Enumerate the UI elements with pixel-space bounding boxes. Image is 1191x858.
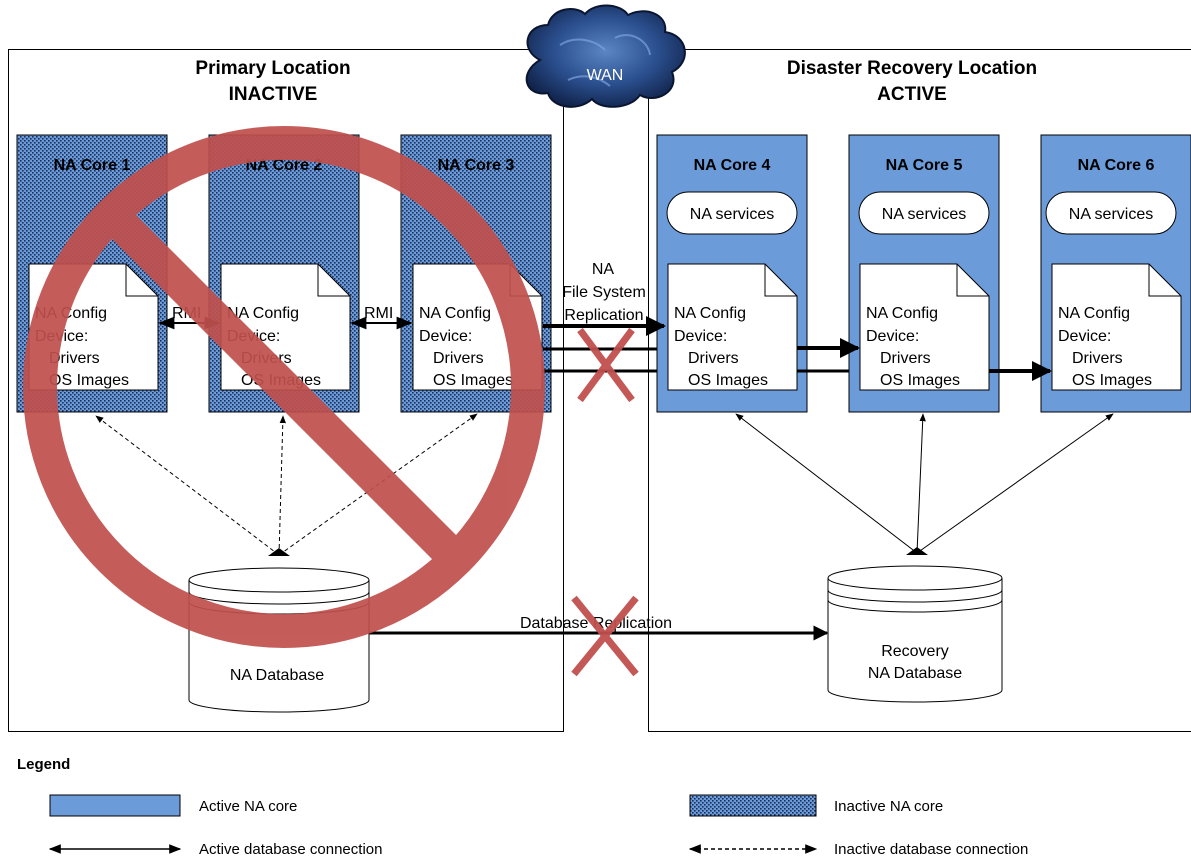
- na-services-label: NA services: [690, 206, 774, 223]
- recovery-location-status: ACTIVE: [877, 84, 947, 105]
- active-db-connections: [735, 413, 1114, 554]
- legend-active-conn-label: Active database connection: [199, 841, 382, 858]
- config-document-core-6: NA Config Device: Drivers OS Images: [1051, 263, 1182, 391]
- na-services-pill: [666, 191, 798, 235]
- wan-cloud-icon: [525, 4, 686, 108]
- database-label-2: NA Database: [868, 665, 962, 682]
- svg-text:Device:: Device:: [866, 328, 919, 345]
- svg-text:OS Images: OS Images: [880, 372, 960, 389]
- primary-location-title: Primary Location: [195, 58, 350, 79]
- svg-text:Drivers: Drivers: [688, 350, 739, 367]
- recovery-location-frame: [648, 49, 1191, 732]
- svg-text:Device:: Device:: [674, 328, 727, 345]
- svg-text:Drivers: Drivers: [49, 350, 100, 367]
- fs-replication-label-3: Replication: [564, 307, 643, 324]
- config-document-core-5: NA Config Device: Drivers OS Images: [859, 263, 990, 391]
- recovery-na-database[interactable]: Recovery NA Database: [827, 565, 1003, 703]
- database-label: NA Database: [230, 667, 324, 684]
- svg-text:Drivers: Drivers: [1072, 350, 1123, 367]
- fs-replication-x-mark: [577, 327, 635, 403]
- primary-location-status: INACTIVE: [229, 84, 318, 105]
- svg-text:Device:: Device:: [1058, 328, 1111, 345]
- core-title: NA Core 5: [886, 157, 963, 174]
- core-title: NA Core 3: [438, 157, 515, 174]
- fs-replication-label-2: File System: [562, 284, 646, 301]
- svg-text:OS Images: OS Images: [1072, 372, 1152, 389]
- svg-text:Drivers: Drivers: [433, 350, 484, 367]
- wan-label: WAN: [587, 67, 624, 84]
- svg-text:NA Config: NA Config: [674, 305, 746, 322]
- legend-title: Legend: [17, 756, 70, 773]
- na-services-pill: [858, 191, 990, 235]
- svg-text:Device:: Device:: [419, 328, 472, 345]
- fs-replication-label: NA: [592, 261, 615, 278]
- na-services-label: NA services: [1069, 206, 1153, 223]
- svg-text:Drivers: Drivers: [880, 350, 931, 367]
- core-title: NA Core 4: [694, 157, 771, 174]
- core-title: NA Core 6: [1078, 157, 1155, 174]
- svg-text:OS Images: OS Images: [49, 372, 129, 389]
- database-label-1: Recovery: [881, 643, 949, 660]
- svg-text:NA Config: NA Config: [419, 305, 491, 322]
- core-title: NA Core 2: [246, 157, 323, 174]
- primary-location-frame: [8, 49, 564, 732]
- config-document-core-4: NA Config Device: Drivers OS Images: [667, 263, 798, 391]
- svg-text:NA Config: NA Config: [227, 305, 299, 322]
- db-replication-x-mark: [571, 595, 639, 677]
- na-services-pill: [1045, 191, 1177, 235]
- prohibition-icon: [23, 126, 545, 648]
- legend-active-core-swatch: [49, 794, 181, 817]
- legend-inactive-conn-label: Inactive database connection: [834, 841, 1028, 858]
- svg-text:NA Config: NA Config: [1058, 305, 1130, 322]
- recovery-location-title: Disaster Recovery Location: [787, 58, 1037, 79]
- svg-text:NA Config: NA Config: [866, 305, 938, 322]
- na-services-label: NA services: [882, 206, 966, 223]
- db-hub-recovery: [906, 547, 928, 555]
- core-title: NA Core 1: [54, 157, 131, 174]
- svg-text:OS Images: OS Images: [433, 372, 513, 389]
- legend-inactive-core-label: Inactive NA core: [834, 798, 943, 815]
- rmi-label-2: RMI: [364, 305, 393, 322]
- svg-text:OS Images: OS Images: [688, 372, 768, 389]
- legend-active-core-label: Active NA core: [199, 798, 297, 815]
- legend-inactive-core-swatch: [689, 794, 817, 817]
- db-hub-primary: [268, 548, 290, 556]
